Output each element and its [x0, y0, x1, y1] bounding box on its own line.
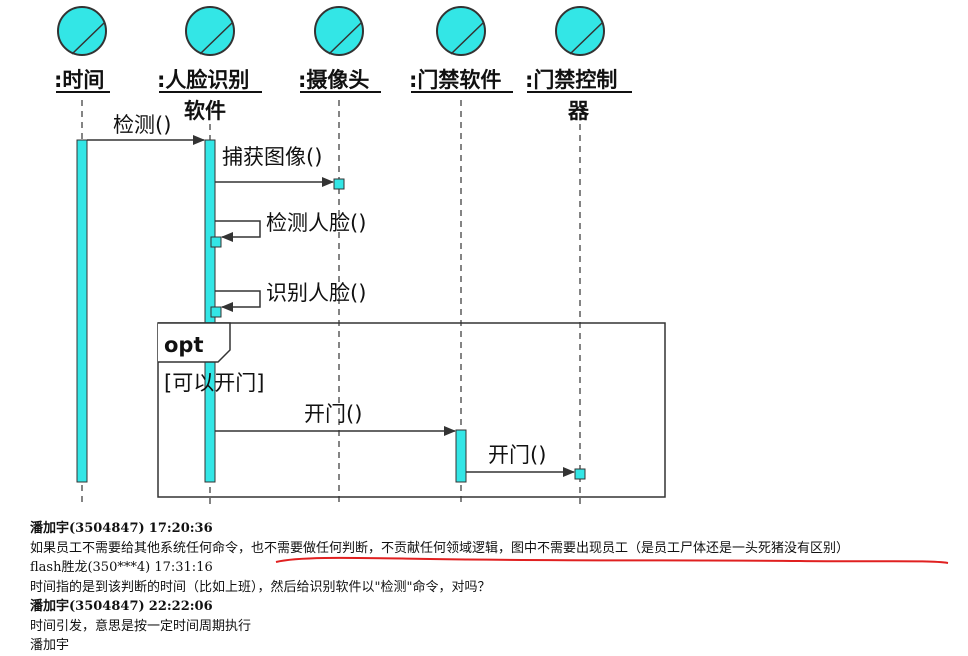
lifeline-access-controller: :门禁控制 器	[525, 6, 632, 505]
entity-icon	[185, 6, 235, 56]
chat-header: 潘加宇(3504847) 17:20:36	[30, 519, 960, 539]
lifeline-label-continued: 软件	[184, 99, 226, 123]
lifeline-label-continued: 器	[567, 99, 590, 123]
lifeline-label: :时间	[54, 68, 104, 92]
message-label: 开门()	[304, 402, 362, 426]
sequence-diagram: :时间 :人脸识别 软件 :摄像头 :门禁软件 :门禁控制 器	[54, 6, 666, 505]
lifeline-camera: :摄像头	[298, 6, 381, 505]
message-detect: 检测()	[87, 113, 205, 145]
entity-icon	[555, 6, 605, 56]
entity-icon	[436, 6, 486, 56]
chat-message: 时间指的是到该判断的时间（比如上班），然后给识别软件以"检测"命令，对吗？	[30, 579, 491, 595]
message-label: 开门()	[488, 443, 546, 467]
message-label: 检测()	[113, 113, 171, 137]
lifeline-face-recognition: :人脸识别 软件	[157, 6, 262, 505]
chat-sender-id: (3504847)	[69, 599, 145, 614]
chat-header: 潘加宇(3504847) 22:22:06	[30, 597, 960, 617]
lifeline-access-software: :门禁软件	[409, 6, 513, 505]
chat-sender: 潘加宇	[30, 599, 70, 614]
chat-time: 17:31:16	[154, 560, 213, 575]
entity-icon	[314, 6, 364, 56]
message-detect-face: 检测人脸()	[210, 211, 366, 248]
chat-log: 潘加宇(3504847) 17:20:36 如果员工不需要给其他系统任何命令，也…	[30, 519, 960, 656]
message-recognize-face: 识别人脸()	[210, 281, 366, 318]
message-open-door-1: 开门()	[215, 402, 456, 436]
fragment-operator: opt	[164, 333, 204, 357]
lifeline-time: :时间	[54, 6, 110, 505]
underlined-text: 也不需要做任何判断，不贡献任何领域逻辑，图中不需要出现员工（是员工尸体还是一头死…	[251, 540, 850, 556]
chat-message: 如果员工不需要给其他系统任何命令，也不需要做任何判断，不贡献任何领域逻辑，图中不…	[30, 540, 850, 556]
chat-sender: flash胜龙	[30, 560, 88, 575]
chat-sender-id: (3504847)	[69, 521, 145, 536]
message-label: 识别人脸()	[266, 281, 366, 305]
entity-icon	[57, 6, 107, 56]
chat-sender: 潘加宇	[30, 521, 70, 536]
message-capture: 捕获图像()	[215, 145, 334, 187]
chat-time: 17:20:36	[148, 521, 213, 536]
activation-bar	[76, 139, 88, 483]
lifeline-label: :门禁控制	[525, 68, 617, 92]
chat-sender-id: (350***4)	[87, 560, 151, 575]
activation-bar	[455, 429, 467, 483]
lifeline-label: :摄像头	[298, 68, 369, 92]
chat-time: 22:22:06	[148, 599, 213, 614]
lifeline-label: :门禁软件	[409, 68, 501, 92]
chat-message: 时间引发，意思是按一定时间周期执行	[30, 618, 252, 634]
lifeline-label: :人脸识别	[157, 68, 249, 92]
chat-header: flash胜龙(350***4) 17:31:16	[30, 558, 960, 578]
message-label: 检测人脸()	[266, 211, 366, 235]
activation-bar	[333, 178, 345, 190]
fragment-guard: [可以开门]	[164, 371, 264, 395]
activation-bar	[574, 468, 586, 480]
message-open-door-2: 开门()	[466, 443, 575, 477]
message-label: 捕获图像()	[222, 145, 322, 169]
opt-fragment: opt [可以开门]	[157, 322, 666, 498]
